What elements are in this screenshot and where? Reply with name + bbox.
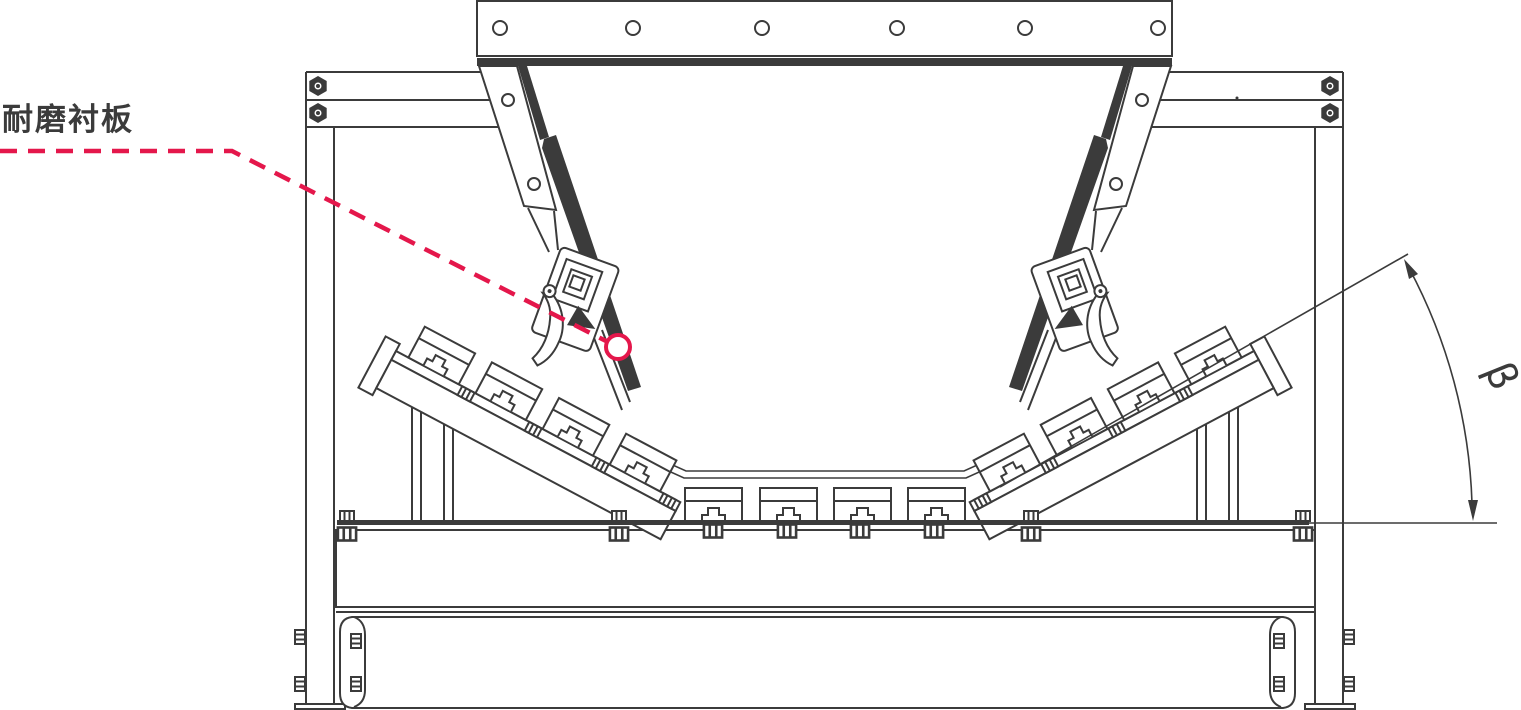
angle-label: β [1475,356,1521,397]
impact-bar [759,487,818,524]
liner-clamp-left [527,207,631,411]
liner-label: 耐磨衬板 [2,102,134,138]
liner-callout-circle [604,333,632,361]
flange-bolt-hole [1150,20,1166,36]
flange-bolt-hole [754,20,770,36]
hex-bolt [1320,75,1340,97]
hopper-wall-right [1092,65,1173,212]
frame-post-right [1304,72,1356,710]
liner-clamp-right [1019,207,1123,411]
frame-top-rail [306,71,1343,128]
flange-bolt-hole [625,20,641,36]
flange-bolt-hole [889,20,905,36]
center-tray-edge [630,448,1020,479]
hopper-wall-left [477,65,558,212]
base-rail [337,520,1309,525]
flange-bolt-hole [492,20,508,36]
trough-angle-extension-line [999,253,1409,488]
bolt [1273,676,1285,692]
bolt [350,676,362,692]
hex-bolt [1320,102,1340,124]
bolt [1343,676,1355,692]
bolt [350,633,362,649]
impact-cradle-center [684,487,966,524]
bottom-channel [294,616,1355,709]
hex-bolt [308,102,328,124]
cross-beam [335,529,1316,613]
wall-bolt-hole [1109,177,1123,191]
impact-cradle-left-wing [357,325,682,541]
impact-bar [684,487,743,524]
frame-post-left [294,72,346,710]
angle-arc [1408,267,1473,504]
bolt [1343,629,1355,645]
impact-cradle-right-wing [968,325,1293,541]
stray-mark [1235,96,1239,100]
arc-arrowhead [1404,259,1418,279]
wall-bolt-hole [1135,93,1149,107]
arc-arrowhead [1468,500,1478,521]
bolt [1273,633,1285,649]
wall-bolt-hole [527,177,541,191]
flange-bolt-hole [1017,20,1033,36]
hopper-flange [476,0,1173,66]
impact-bar [907,487,966,524]
wall-bolt-hole [501,93,515,107]
bolt [294,629,306,645]
liner-callout [0,148,632,361]
angle-dimension [999,253,1497,524]
impact-bar [833,487,892,524]
hex-bolt [308,75,328,97]
bolt [294,676,306,692]
liner-leader-line [0,148,608,344]
